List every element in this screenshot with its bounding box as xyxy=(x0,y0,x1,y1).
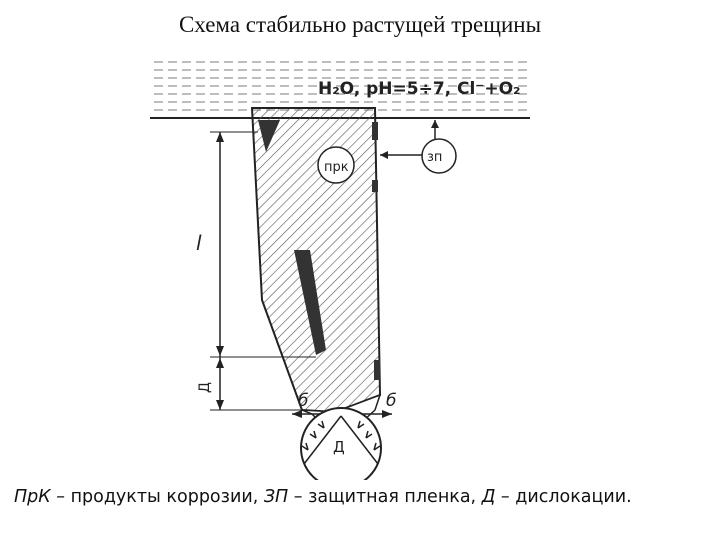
dimension-arrow-bottom xyxy=(216,400,224,410)
protective-film-arrow-1 xyxy=(380,151,388,159)
dimension-arrow-top xyxy=(216,132,224,142)
caption: ПрК – продукты коррозии, ЗП – защитная п… xyxy=(14,487,714,507)
caption-abbr-corrosion: ПрК xyxy=(14,487,51,507)
dislocation-marks xyxy=(301,420,381,451)
dimension-arrow-mid-up xyxy=(216,346,224,356)
corrosion-products-circle xyxy=(317,146,355,184)
protective-film-circle xyxy=(421,138,457,174)
stress-label-left: б xyxy=(298,391,308,411)
stress-arrow-right-head xyxy=(382,410,392,418)
length-label-l: l xyxy=(196,231,202,255)
protective-film-left xyxy=(258,120,326,355)
protective-film-right xyxy=(372,122,380,380)
dislocation-lines xyxy=(303,415,379,465)
crack-diagram: H₂O, pH=5÷7, Cl⁻+O₂ прк зп l Д б б Д xyxy=(150,58,530,480)
caption-text-corrosion: – продукты коррозии, xyxy=(50,487,264,507)
dimension-arrow-mid-down xyxy=(216,358,224,368)
protective-film-arrow-2 xyxy=(431,120,439,128)
dislocations-label: Д xyxy=(333,438,345,456)
corrosion-products-label: прк xyxy=(324,160,349,175)
caption-abbr-film: ЗП xyxy=(263,487,289,507)
protective-film-label: зп xyxy=(427,150,442,165)
caption-abbr-dislocations: Д xyxy=(481,487,496,507)
environment-label: H₂O, pH=5÷7, Cl⁻+O₂ xyxy=(318,79,520,99)
length-label-d: Д xyxy=(197,382,213,393)
stress-label-right: б xyxy=(386,391,396,411)
stress-arrow-left-head xyxy=(292,410,302,418)
caption-text-dislocations: – дислокации. xyxy=(495,487,632,507)
slide-title: Схема стабильно растущей трещины xyxy=(178,12,542,37)
caption-text-film: – защитная пленка, xyxy=(288,487,482,507)
crack-outline xyxy=(250,107,382,414)
